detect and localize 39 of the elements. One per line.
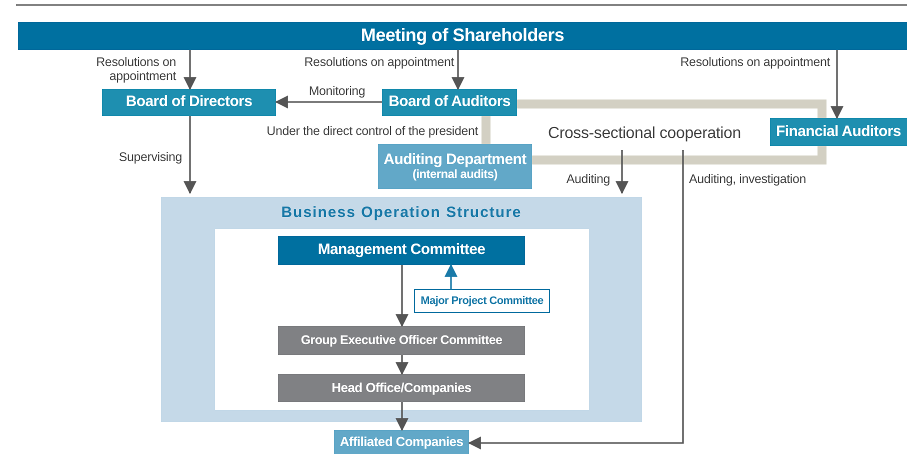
process-box (382, 89, 517, 116)
process-box (334, 430, 469, 454)
arrow (468, 150, 684, 450)
arrow (396, 355, 408, 376)
node-title: Financial Auditors (776, 124, 901, 140)
cooperation-band (482, 116, 490, 144)
process-box (278, 374, 525, 402)
group-panel (161, 197, 642, 422)
process-box (278, 236, 525, 265)
node-title: Management Committee (318, 242, 486, 259)
arrow (396, 402, 408, 432)
process-box (102, 89, 276, 116)
arrow (452, 50, 464, 90)
arrow (616, 150, 628, 194)
arrow (396, 265, 408, 328)
arrow (184, 50, 196, 90)
arrow (444, 264, 458, 289)
node-title: Business Operation Structure (281, 205, 522, 222)
process-box (278, 326, 525, 355)
arrow (830, 50, 844, 120)
arrow (184, 116, 196, 194)
process-box (414, 289, 550, 313)
node-title: Board of Auditors (388, 94, 510, 111)
process-box (770, 118, 907, 146)
cooperation-band (532, 146, 826, 164)
node-subtitle: (internal audits) (412, 168, 498, 182)
node-title: Auditing Department (384, 152, 526, 168)
node-title: Major Project Committee (420, 294, 544, 308)
node-title: Affiliated Companies (340, 434, 464, 450)
node-title: Meeting of Shareholders (360, 26, 564, 46)
node-title: Head Office/Companies (332, 380, 472, 396)
process-box (378, 144, 532, 189)
annotation-text: Cross-sectional cooperation (548, 125, 741, 144)
header-bar (18, 22, 907, 50)
cooperation-band (517, 100, 826, 118)
node-title: Board of Directors (126, 94, 252, 111)
node-title: Group Executive Officer Committee (300, 334, 502, 348)
inner-panel (215, 229, 589, 410)
arrow (274, 96, 382, 108)
